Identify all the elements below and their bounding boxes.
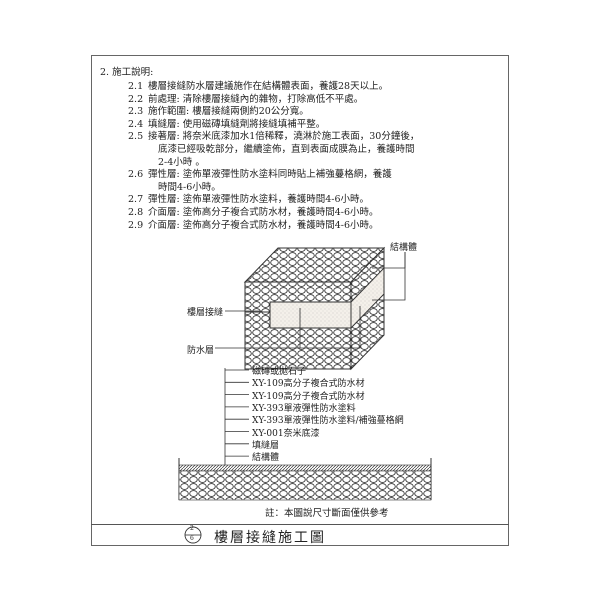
- layer-label: 填縫層: [252, 440, 280, 451]
- item-number: 2.7: [128, 194, 144, 206]
- detail-number-bottom: 6: [190, 535, 194, 542]
- item-number: 2.1: [128, 81, 144, 92]
- title-divider: [91, 524, 509, 525]
- label-waterproof: 防水層: [187, 346, 215, 356]
- item-number: 2.6: [128, 169, 144, 181]
- item-text: 接著層: 將奈米底漆加水1倍稀釋，澆淋於施工表面，30分鐘後，: [148, 131, 420, 143]
- item-text: 介面層: 塗佈高分子複合式防水材，養護時間4-6小時。: [148, 219, 379, 231]
- item-text: 彈性層: 塗佈單液彈性防水塗料，養護時間4-6小時。: [148, 194, 370, 206]
- item-text: 樓層接縫防水層建議施作在結構體表面，養護28天以上。: [148, 81, 389, 92]
- drawing-frame: [91, 55, 509, 546]
- layer-label: XY-109高分子複合式防水材: [252, 391, 365, 402]
- item-number: 2.4: [128, 118, 144, 130]
- layer-label: XY-109高分子複合式防水材: [252, 379, 365, 390]
- item-text: 時間4-6小時。: [158, 181, 221, 193]
- item-text: 前處理: 清除樓層接縫內的雜物，打除高低不平處。: [148, 93, 364, 105]
- item-number: 2.3: [128, 106, 144, 118]
- layer-label: XY-393單液彈性防水塗料: [252, 403, 356, 414]
- detail-number-top: 2: [190, 525, 194, 532]
- item-text: 彈性層: 塗佈單液彈性防水塗料同時貼上補強蔓格網，養護: [148, 169, 392, 181]
- layer-label: 結構體: [252, 453, 280, 464]
- label-structure: 結構體: [390, 243, 418, 253]
- item-text: 施作範圍: 樓層接縫兩側約20公分寬。: [148, 106, 309, 118]
- drawing-title: 樓層接縫施工圖: [214, 530, 326, 546]
- section-heading: 2. 施工說明:: [100, 67, 154, 78]
- item-text: 填縫層: 使用磁磚填縫劑將接縫填補平整。: [148, 118, 326, 130]
- item-number: 2.8: [128, 207, 144, 218]
- item-text: 介面層: 塗佈高分子複合式防水材，養護時間4-6小時。: [148, 207, 379, 218]
- layer-label: XY-001奈米底漆: [252, 428, 320, 439]
- note: 註：本圖說尺寸斷面僅供參考: [265, 508, 389, 519]
- item-text: 底漆已經吸乾部分，繼續塗佈，直到表面成膜為止，養護時間: [158, 144, 415, 155]
- item-number: 2.2: [128, 93, 144, 105]
- layer-label: XY-393單液彈性防水塗料/補強蔓格網: [252, 416, 404, 427]
- label-joint: 樓層接縫: [187, 308, 224, 318]
- detail-number-circle: [184, 526, 202, 544]
- item-number: 2.9: [128, 219, 144, 231]
- joint-block-diagram: [215, 246, 406, 371]
- item-number: 2.5: [128, 131, 144, 143]
- item-text: 2-4小時 。: [158, 156, 205, 168]
- layer-label: 磁磚或拋石子: [252, 367, 307, 377]
- layer-section-diagram: [178, 368, 432, 501]
